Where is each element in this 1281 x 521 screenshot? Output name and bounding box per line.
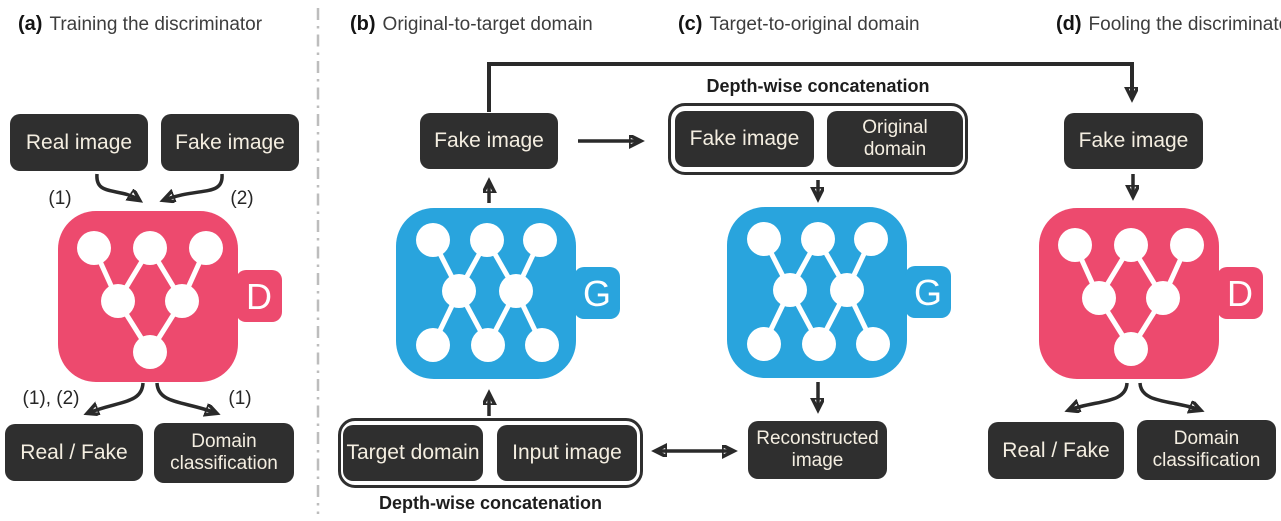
network-letter-a: D	[246, 276, 272, 317]
generator-network-b: G	[396, 208, 620, 379]
discriminator-tab	[236, 270, 282, 322]
network-nodes	[416, 223, 559, 362]
domain-classification-box-a: Domain classification	[154, 423, 294, 483]
arrow-real-to-discriminator	[95, 173, 139, 200]
network-letter-c: G	[914, 272, 942, 313]
fake-image-box-c: Fake image	[675, 111, 814, 167]
discriminator-network-d: D	[1039, 208, 1263, 379]
input-image-box: Input image	[497, 425, 637, 481]
arrow-discriminator-to-realfake-d	[1069, 382, 1129, 410]
real-fake-box-a: Real / Fake	[5, 424, 143, 481]
arrow-discriminator-to-realfake	[88, 382, 145, 413]
concat-container-b: Target domain Input image	[338, 418, 643, 488]
concat-label-c: Depth-wise concatenation	[706, 76, 930, 96]
panel-c-title: (c) Target-to-original domain	[678, 13, 920, 36]
domain-classification-box-d: Domain classification	[1137, 420, 1276, 480]
panel-d-tag: (d)	[1056, 13, 1082, 35]
output-label-left-a: (1), (2)	[22, 388, 80, 409]
generator-tab	[905, 266, 951, 318]
panel-b-title-text: Original-to-target domain	[382, 14, 593, 35]
original-domain-box: Original domain	[827, 111, 963, 167]
panel-b-tag: (b)	[350, 13, 376, 35]
fake-image-box-b: Fake image	[420, 113, 558, 169]
concat-container-c: Fake image Original domain	[668, 103, 968, 175]
arrow-discriminator-to-domaincls-d	[1138, 382, 1200, 410]
real-image-box-a: Real image	[10, 114, 148, 171]
target-domain-box: Target domain	[343, 425, 483, 481]
panel-a-title: (a) Training the discriminator	[18, 13, 262, 36]
arrow-fake-to-discriminator	[164, 173, 224, 200]
panel-a-title-text: Training the discriminator	[49, 14, 263, 35]
fake-image-box-a: Fake image	[161, 114, 299, 171]
network-letter-d: D	[1227, 273, 1253, 314]
network-nodes	[1058, 228, 1204, 366]
discriminator-tab	[1217, 267, 1263, 319]
panel-a-tag: (a)	[18, 13, 43, 35]
panel-d-title-text: Fooling the discriminator	[1088, 14, 1281, 35]
input-label-1: (1)	[48, 188, 72, 209]
input-label-2: (2)	[230, 188, 254, 209]
reconstructed-image-box: Reconstructed image	[748, 421, 887, 479]
discriminator-network-a: D	[58, 211, 282, 382]
panel-c-tag: (c)	[678, 13, 703, 35]
network-nodes	[747, 222, 890, 361]
network-nodes	[77, 231, 223, 369]
real-fake-box-d: Real / Fake	[988, 422, 1124, 479]
generator-tab	[574, 267, 620, 319]
network-letter-b: G	[583, 273, 611, 314]
arrow-discriminator-to-domaincls	[155, 382, 216, 413]
panel-b-title: (b) Original-to-target domain	[350, 13, 593, 36]
panel-c-title-text: Target-to-original domain	[709, 14, 920, 35]
output-label-right-a: (1)	[228, 388, 252, 409]
generator-network-c: G	[727, 207, 951, 378]
concat-label-b: Depth-wise concatenation	[378, 493, 603, 513]
fake-image-box-d: Fake image	[1064, 113, 1203, 169]
panel-d-title: (d) Fooling the discriminator	[1056, 13, 1281, 36]
